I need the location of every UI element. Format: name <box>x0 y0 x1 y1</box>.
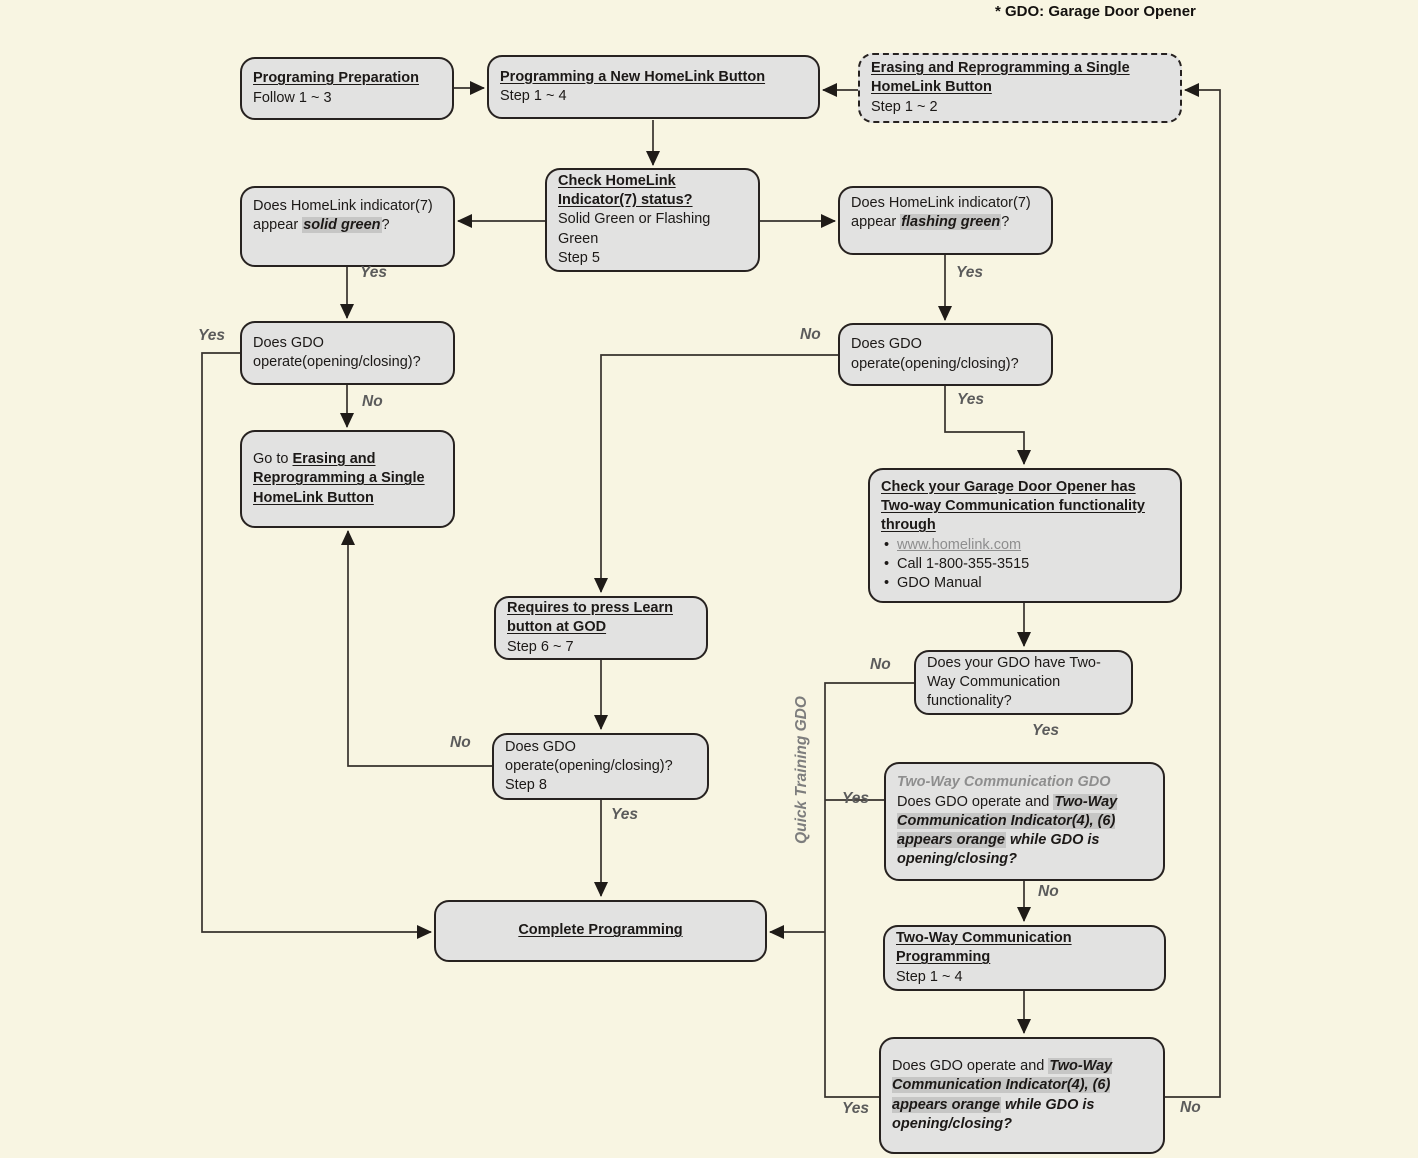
label-no-step8: No <box>450 734 471 751</box>
node-subtitle: Step 6 ~ 7 <box>507 638 574 655</box>
node-check-homelink-indicator-status: Check HomeLink Indicator(7) status? Soli… <box>545 168 760 272</box>
label-yes-twoway-check2: Yes <box>842 1100 870 1117</box>
question-emphasis: while GDO is opening/closing? <box>897 832 1100 868</box>
node-line: Solid Green or Flashing Green <box>558 211 711 247</box>
node-twoway-communication-gdo-check: Two-Way Communication GDO Does GDO opera… <box>884 762 1165 881</box>
highlight-solid-green: solid green <box>302 217 382 234</box>
node-complete-programming: Complete Programming <box>434 900 767 962</box>
node-twoway-indicator-orange-check: Does GDO operate and Two-Way Communicati… <box>879 1037 1165 1154</box>
goto-text: Go to <box>253 451 293 468</box>
node-indicator-solid-green-question: Does HomeLink indicator(7) appear solid … <box>240 186 455 267</box>
node-title: Requires to press Learn button at GOD <box>507 600 673 636</box>
question-mark: ? <box>381 217 390 234</box>
question-emphasis: while GDO is opening/closing? <box>892 1096 1095 1132</box>
bullet-gdo-manual: GDO Manual <box>881 574 1169 594</box>
edge-merge-trunk <box>824 682 914 1098</box>
quick-training-gdo-label: Quick Training GDO <box>793 696 810 844</box>
label-yes-solid-green: Yes <box>360 264 388 281</box>
label-no-gdo-right: No <box>800 326 821 343</box>
node-title: Check your Garage Door Opener has Two-wa… <box>881 478 1145 534</box>
bullet-homelink-url: www.homelink.com <box>881 536 1169 556</box>
question-text: Does GDO operate(opening/closing)? <box>253 334 421 370</box>
node-title: Two-Way Communication Programming <box>896 930 1072 966</box>
label-yes-gdo-left: Yes <box>198 327 226 344</box>
question-text: Does GDO operate(opening/closing)? <box>851 336 1019 372</box>
node-title: Programing Preparation <box>253 70 419 87</box>
node-gdo-operate-step8: Does GDO operate(opening/closing)? Step … <box>492 733 709 800</box>
question-text: Does HomeLink indicator(7) appear <box>253 198 433 234</box>
node-programming-preparation: Programing Preparation Follow 1 ~ 3 <box>240 57 454 120</box>
edge-gdo-right-no-to-learn <box>594 354 838 593</box>
node-title: Complete Programming <box>518 922 683 939</box>
label-no-gdo-left: No <box>362 393 383 410</box>
label-yes-twoway-gdo: Yes <box>842 790 870 807</box>
question-mark: ? <box>1001 214 1010 231</box>
node-gdo-operate-right: Does GDO operate(opening/closing)? <box>838 323 1053 386</box>
node-subtitle: Step 1 ~ 2 <box>871 98 938 115</box>
node-title: Erasing and Reprogramming a Single HomeL… <box>871 60 1130 96</box>
node-subtitle: Step 1 ~ 4 <box>896 968 963 985</box>
goto-link-text: Erasing and Reprogramming a Single HomeL… <box>253 451 425 506</box>
node-gdo-has-twoway-question: Does your GDO have Two-Way Communication… <box>914 650 1133 715</box>
bullet-list: www.homelink.com Call 1-800-355-3515 GDO… <box>881 536 1169 594</box>
label-no-twoway-gdo: No <box>1038 883 1059 900</box>
node-subtitle: Follow 1 ~ 3 <box>253 89 332 106</box>
question-text: Does your GDO have Two-Way Communication… <box>927 654 1101 710</box>
label-no-twoway-check2: No <box>1180 1099 1201 1116</box>
label-no-has-twoway: No <box>870 656 891 673</box>
highlight-flashing-green: flashing green <box>900 214 1002 231</box>
question-text: Does GDO operate(opening/closing)? <box>505 738 673 774</box>
gdo-footnote: * GDO: Garage Door Opener <box>995 3 1196 20</box>
node-line: Step 5 <box>558 249 600 266</box>
node-goto-erasing-reprogramming: Go to Erasing and Reprogramming a Single… <box>240 430 455 528</box>
bullet-phone: Call 1-800-355-3515 <box>881 555 1169 575</box>
node-programming-new-homelink-button: Programming a New HomeLink Button Step 1… <box>487 55 820 119</box>
homelink-url: www.homelink.com <box>897 536 1022 553</box>
node-check-gdo-twoway-communication: Check your Garage Door Opener has Two-wa… <box>868 468 1182 603</box>
node-erasing-reprogramming-single-button: Erasing and Reprogramming a Single HomeL… <box>858 53 1182 123</box>
node-subtitle: Step 8 <box>505 777 547 794</box>
label-yes-gdo-right: Yes <box>957 391 985 408</box>
label-yes-flashing-green: Yes <box>956 264 984 281</box>
question-text: Does HomeLink indicator(7) appear <box>851 195 1031 231</box>
label-yes-step8: Yes <box>611 806 639 823</box>
label-yes-has-twoway: Yes <box>1032 722 1060 739</box>
node-subtitle: Step 1 ~ 4 <box>500 88 567 104</box>
node-gray-title: Two-Way Communication GDO <box>897 774 1111 791</box>
edge-step8-no-to-goto-erase <box>341 530 492 767</box>
node-twoway-communication-programming: Two-Way Communication Programming Step 1… <box>883 925 1166 991</box>
node-title: Programming a New HomeLink Button <box>500 68 766 85</box>
question-text: Does GDO operate and <box>892 1057 1049 1074</box>
question-text: Does GDO operate and <box>897 793 1054 810</box>
node-title: Check HomeLink Indicator(7) status? <box>558 172 693 209</box>
node-gdo-operate-left: Does GDO operate(opening/closing)? <box>240 321 455 385</box>
node-press-learn-button: Requires to press Learn button at GOD St… <box>494 596 708 660</box>
node-indicator-flashing-green-question: Does HomeLink indicator(7) appear flashi… <box>838 186 1053 255</box>
